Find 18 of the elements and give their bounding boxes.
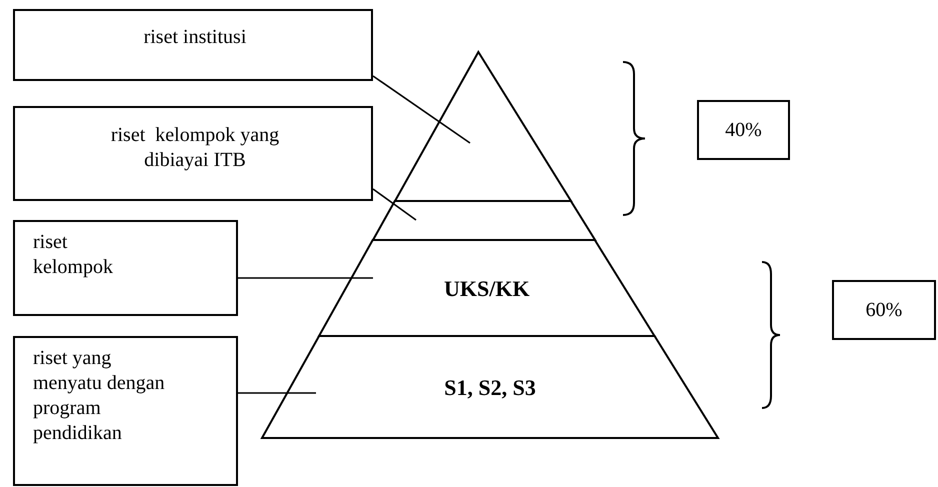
box-label: riset yang menyatu dengan program pendidikan	[33, 346, 166, 446]
tier-label: S1, S2, S3	[443, 375, 537, 400]
leader-line	[372, 75, 470, 144]
text-box	[13, 220, 238, 316]
box-label: riset kelompok yang dibiayai ITB	[110, 123, 280, 173]
leader-line	[238, 277, 373, 279]
box-label: riset kelompok	[33, 230, 114, 280]
box-label: riset institusi	[142, 25, 248, 50]
leader-line	[372, 188, 416, 221]
leader-line	[238, 392, 316, 394]
box-label: 40%	[724, 118, 763, 143]
tier-label: UKS/KK	[443, 276, 531, 301]
text-box	[697, 100, 790, 160]
text-box	[832, 280, 936, 340]
text-box	[13, 9, 373, 81]
text-box	[13, 106, 373, 201]
text-box	[13, 336, 238, 486]
box-label: 60%	[864, 298, 904, 323]
